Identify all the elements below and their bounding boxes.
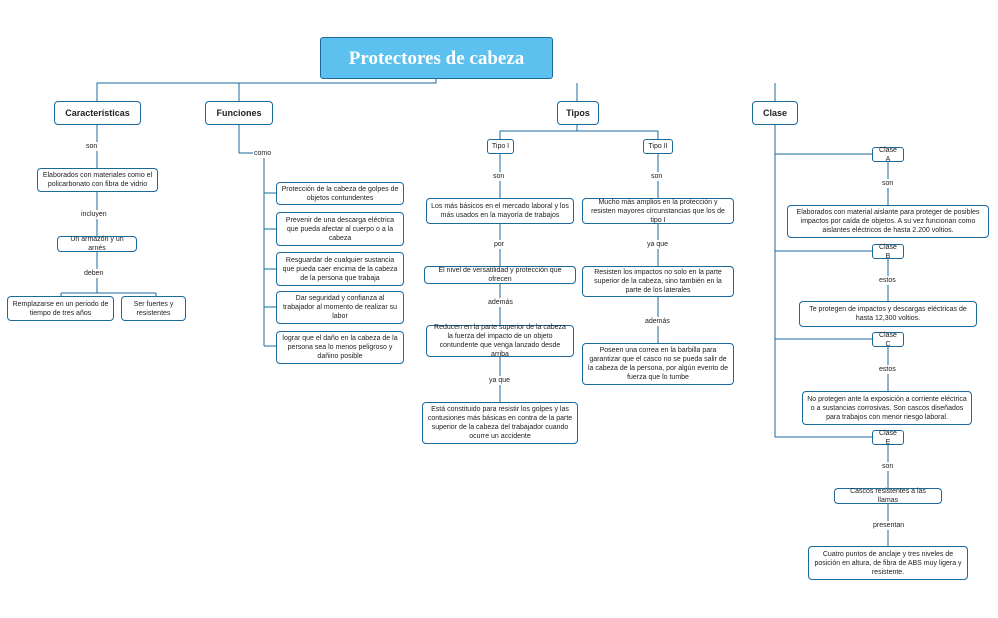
node-clase-e[interactable]: Clase E — [872, 430, 904, 446]
node-clase-a[interactable]: Clase A — [872, 147, 904, 163]
link-label-incluyen: incluyen — [80, 210, 108, 219]
node-tipo-2[interactable]: Tipo II — [643, 139, 673, 154]
node-tipo2-desc[interactable]: Mucho más amplios en la protección y res… — [582, 198, 734, 224]
link-label-clase-c: estos — [878, 365, 897, 374]
link-label-clase-a: son — [881, 179, 895, 188]
node-clase-c-desc[interactable]: No protegen ante la exposición a corrien… — [802, 391, 972, 425]
node-funcion-5[interactable]: lograr que el daño en la cabeza de la pe… — [276, 331, 404, 364]
root-title[interactable]: Protectores de cabeza — [320, 37, 553, 79]
link-label-presentan: presentan — [872, 521, 906, 530]
node-resisten[interactable]: Resisten los impactos no solo en la part… — [582, 266, 734, 297]
link-label-por: por — [493, 240, 506, 249]
link-label-clase-e-son: son — [881, 462, 895, 471]
node-correa[interactable]: Poseen una correa en la barbilla para ga… — [582, 343, 734, 385]
connector-root-branches — [96, 79, 776, 101]
node-clase-b-desc[interactable]: Te protegen de impactos y descargas eléc… — [799, 301, 977, 327]
category-caracteristicas[interactable]: Características — [54, 101, 141, 125]
link-label-como: como — [253, 149, 273, 158]
node-versatilidad[interactable]: El nivel de versatilidad y protección qu… — [424, 266, 576, 284]
link-label-tipo1-ya-que: ya que — [488, 376, 512, 385]
link-label-tipo2-ya-que: ya que — [646, 240, 670, 249]
connector-clase-trunk — [774, 125, 872, 438]
node-clase-c[interactable]: Clase C — [872, 332, 904, 348]
link-label-tipo1-son: son — [492, 172, 506, 181]
node-reemplazarse[interactable]: Remplazarse en un periodo de tiempo de t… — [7, 296, 114, 321]
link-label-son: son — [85, 142, 99, 151]
node-clase-e-desc[interactable]: Cuatro puntos de anclaje y tres niveles … — [808, 546, 968, 580]
node-funcion-2[interactable]: Prevenir de una descarga eléctrica que p… — [276, 212, 404, 246]
link-label-tipo2-ademas: además — [644, 317, 671, 326]
node-clase-b[interactable]: Clase B — [872, 244, 904, 260]
connector-tipos-split — [499, 125, 659, 139]
category-clase[interactable]: Clase — [752, 101, 798, 125]
node-funcion-4[interactable]: Dar seguridad y confianza al trabajador … — [276, 291, 404, 324]
node-fuertes[interactable]: Ser fuertes y resistentes — [121, 296, 186, 321]
node-tipo-1[interactable]: Tipo I — [487, 139, 514, 154]
link-label-tipo2-son: son — [650, 172, 664, 181]
node-tipo1-desc[interactable]: Los más básicos en el mercado laboral y … — [426, 198, 574, 224]
node-constituido[interactable]: Está constituido para resistir los golpe… — [422, 402, 578, 444]
node-funcion-1[interactable]: Protección de la cabeza de golpes de obj… — [276, 182, 404, 205]
link-label-deben: deben — [83, 269, 105, 278]
link-label-tipo1-ademas: además — [487, 298, 514, 307]
connector-funciones-bracket — [238, 125, 276, 347]
node-reducen[interactable]: Reducen en la parte superior de la cabez… — [426, 324, 574, 358]
node-cascos-llamas[interactable]: Cascos resistentes a las llamas — [834, 488, 942, 504]
node-armazon[interactable]: Un armazón y un arnés — [57, 236, 137, 252]
node-funcion-3[interactable]: Resguardar de cualquier sustancia que pu… — [276, 252, 404, 286]
category-funciones[interactable]: Funciones — [205, 101, 273, 125]
connector-caracteristicas-chain — [60, 125, 157, 296]
node-materiales[interactable]: Elaborados con materiales como el polica… — [37, 168, 158, 192]
link-label-clase-b: estos — [878, 276, 897, 285]
node-clase-a-desc[interactable]: Elaborados con material aislante para pr… — [787, 205, 989, 238]
category-tipos[interactable]: Tipos — [557, 101, 599, 125]
